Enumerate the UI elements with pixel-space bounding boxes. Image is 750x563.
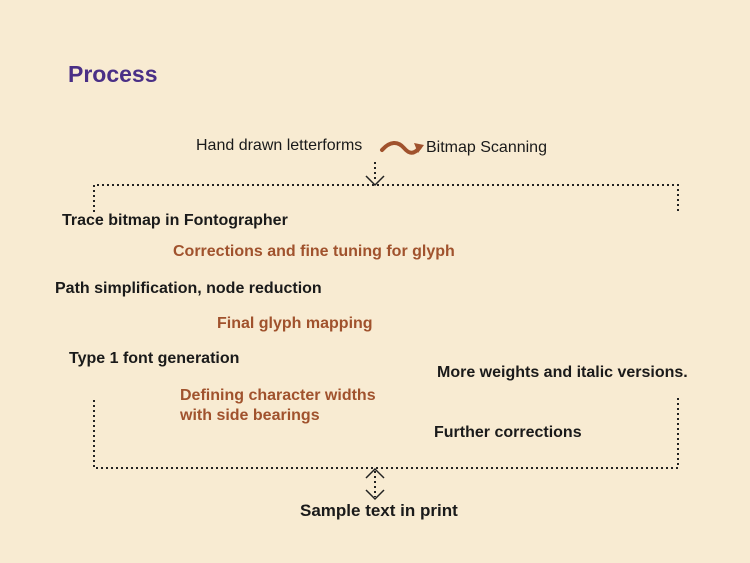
further-step: Further corrections — [434, 424, 582, 441]
page-title: Process — [68, 61, 158, 87]
corrections-step: Corrections and fine tuning for glyph — [173, 243, 455, 260]
scan-step: Bitmap Scanning — [426, 139, 547, 156]
upper-bracket — [93, 184, 679, 212]
output-step: Sample text in print — [300, 501, 458, 520]
input-step: Hand drawn letterforms — [196, 137, 363, 154]
lower-bracket — [93, 395, 679, 469]
top-arrowhead-icon — [365, 175, 385, 187]
simplify-step: Path simplification, node reduction — [55, 280, 322, 297]
mapping-step: Final glyph mapping — [217, 315, 373, 332]
weights-step: More weights and italic versions. — [437, 364, 688, 381]
trace-step: Trace bitmap in Fontographer — [62, 212, 288, 229]
scan-arrow-icon — [380, 141, 422, 155]
bottom-arrowhead-up-icon — [365, 467, 385, 479]
scan-arrowhead-icon — [414, 143, 424, 153]
bottom-arrowhead-down-icon — [365, 489, 385, 501]
widths-step-line1: Defining character widths — [180, 387, 376, 404]
type1-step: Type 1 font generation — [69, 350, 240, 367]
widths-step-line2: with side bearings — [180, 407, 320, 424]
